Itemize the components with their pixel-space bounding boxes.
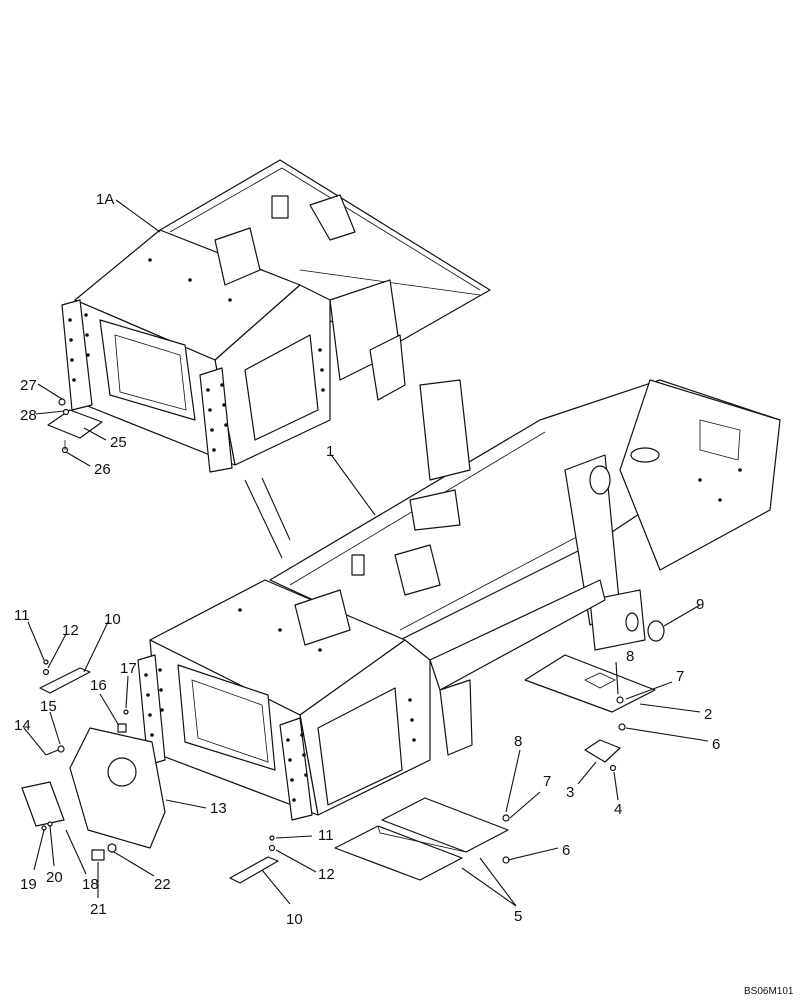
- cover-plate-13: [69, 727, 166, 849]
- plate-5: [381, 797, 509, 853]
- callout-1a: 1A: [96, 191, 114, 208]
- callout-10b: 10: [286, 911, 303, 928]
- leader-lines: [23, 199, 709, 907]
- callout-22: 22: [154, 876, 171, 893]
- callout-7a: 7: [676, 668, 684, 685]
- frame-assembly-1a: [61, 159, 491, 473]
- callout-5: 5: [514, 908, 522, 925]
- callout-8b: 8: [514, 733, 522, 750]
- callout-6b: 6: [562, 842, 570, 859]
- callout-26: 26: [94, 461, 111, 478]
- callout-6a: 6: [712, 736, 720, 753]
- callout-27: 27: [20, 377, 37, 394]
- plate-2: [524, 654, 656, 713]
- callout-8a: 8: [626, 648, 634, 665]
- callout-25: 25: [110, 434, 127, 451]
- callout-17: 17: [120, 660, 137, 677]
- callout-16: 16: [90, 677, 107, 694]
- cover-3: [584, 739, 621, 763]
- callout-12a: 12: [62, 622, 79, 639]
- callout-13: 13: [210, 800, 227, 817]
- callout-4: 4: [614, 801, 622, 818]
- cover-plate-18: [21, 781, 65, 827]
- bracket-10-upper: [39, 667, 91, 694]
- callout-20: 20: [46, 869, 63, 886]
- callout-11a: 11: [14, 607, 30, 624]
- callout-10a: 10: [104, 611, 121, 628]
- callout-18: 18: [82, 876, 99, 893]
- callout-15: 15: [40, 698, 57, 715]
- callout-1: 1: [326, 443, 334, 460]
- callout-12b: 12: [318, 866, 335, 883]
- reference-code: BS06M101: [744, 986, 794, 997]
- callout-7b: 7: [543, 773, 551, 790]
- callout-3: 3: [566, 784, 574, 801]
- callout-14: 14: [14, 717, 31, 734]
- callout-11b: 11: [318, 827, 334, 844]
- callout-2: 2: [704, 706, 712, 723]
- callout-9: 9: [696, 596, 704, 613]
- callout-19: 19: [20, 876, 37, 893]
- callout-28: 28: [20, 407, 37, 424]
- callout-labels: 1A 1 2 3 4 5 6 6 7 7 8 8 9 10 10 11 11 1…: [14, 191, 720, 928]
- main-frame-1: [137, 379, 781, 821]
- plug-9: [647, 620, 665, 642]
- callout-21: 21: [90, 901, 107, 918]
- bracket-10-lower: [229, 856, 279, 884]
